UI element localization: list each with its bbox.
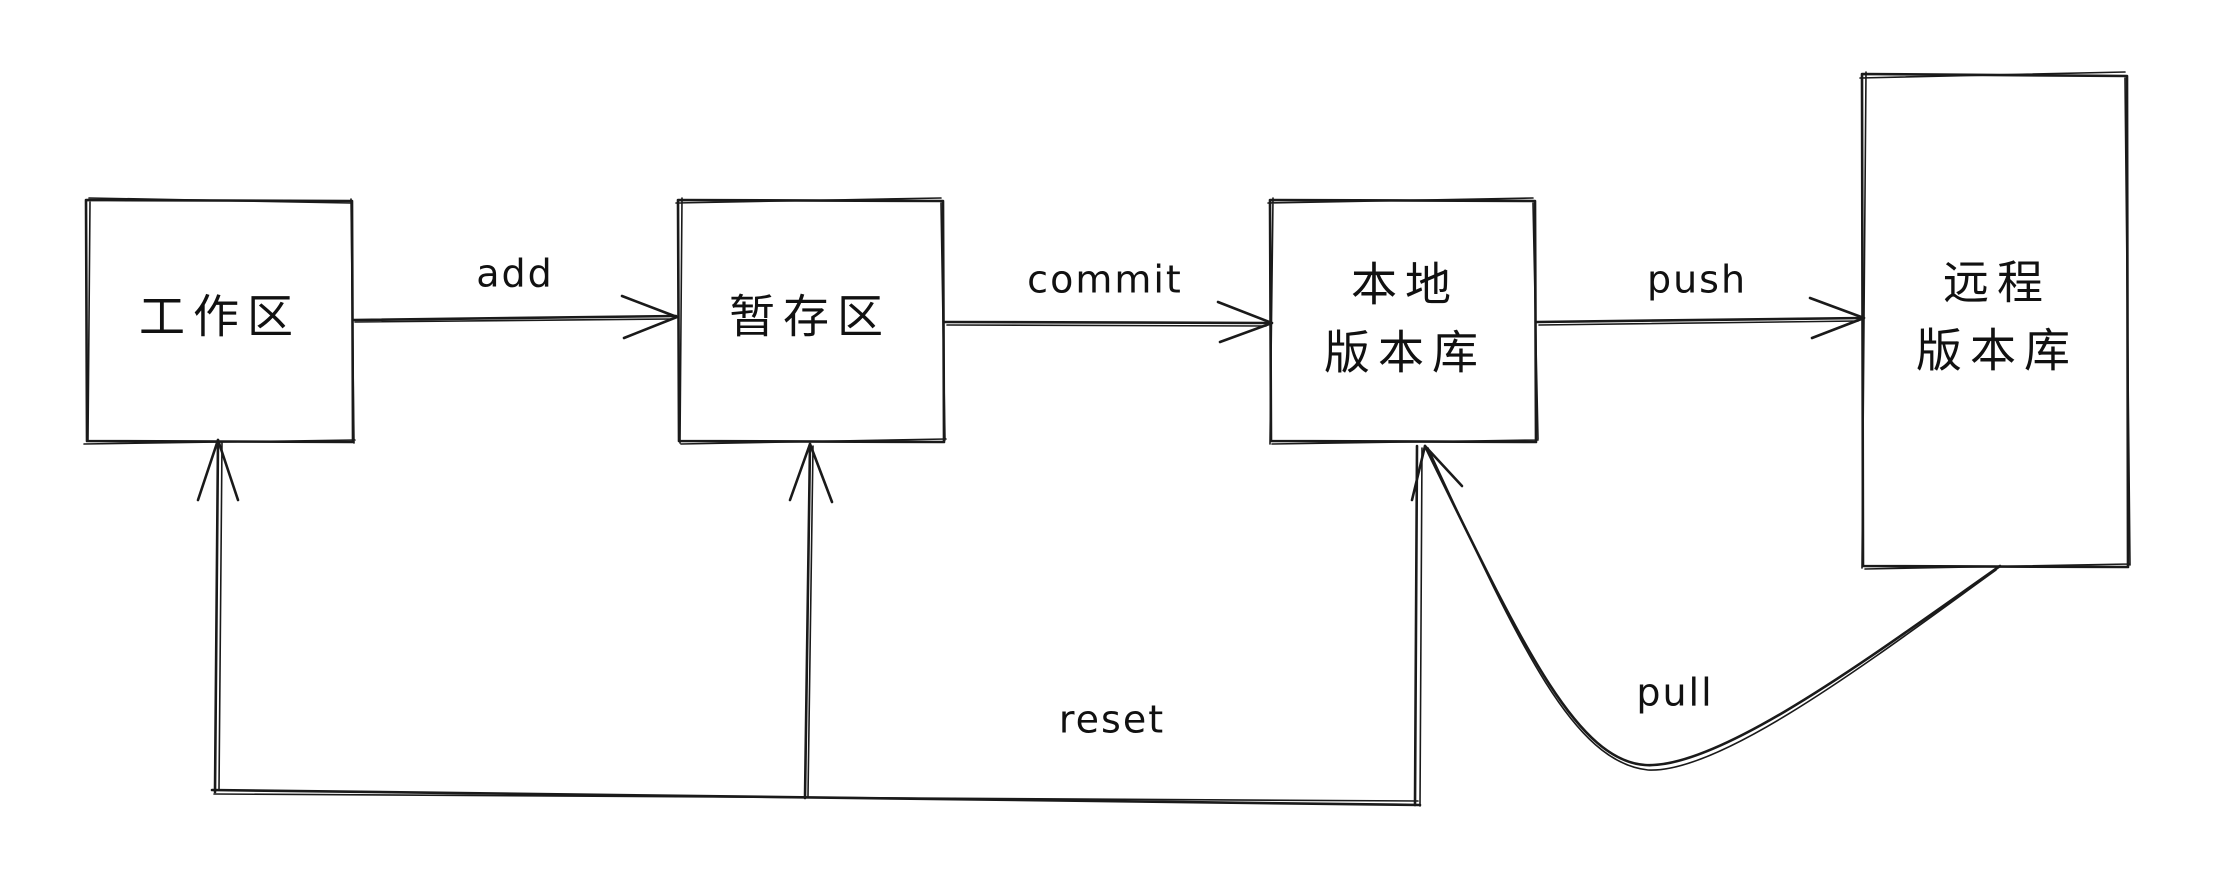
edge-pull: pull [1410, 444, 2002, 771]
reset-label: reset [1059, 698, 1165, 742]
add-arrowhead [620, 294, 679, 340]
add-label: add [476, 252, 554, 296]
remote-repo-label-line1: 远程 [1943, 256, 2051, 310]
reset-arrowhead-staging [788, 442, 834, 504]
edge-add: add [351, 252, 679, 340]
reset-arrowhead-workspace [196, 438, 240, 502]
staging-label: 暂存区 [729, 290, 891, 344]
edge-push: push [1535, 258, 1866, 340]
commit-arrowhead [1216, 300, 1274, 344]
local-repo-label-line1: 本地 [1351, 258, 1459, 312]
commit-label: commit [1027, 258, 1183, 302]
pull-label: pull [1636, 671, 1713, 715]
workspace-label: 工作区 [139, 290, 301, 344]
node-workspace: 工作区 [83, 197, 356, 445]
edge-reset: reset [196, 438, 1423, 807]
node-staging: 暂存区 [675, 197, 947, 445]
node-remote-repo: 远程 版本库 [1859, 71, 2131, 570]
push-arrowhead [1808, 296, 1866, 340]
edge-commit: commit [943, 258, 1274, 344]
node-local-repo: 本地 版本库 [1267, 197, 1539, 445]
local-repo-label-line2: 版本库 [1324, 326, 1486, 380]
remote-repo-label-line2: 版本库 [1916, 324, 2078, 378]
push-label: push [1647, 258, 1747, 302]
